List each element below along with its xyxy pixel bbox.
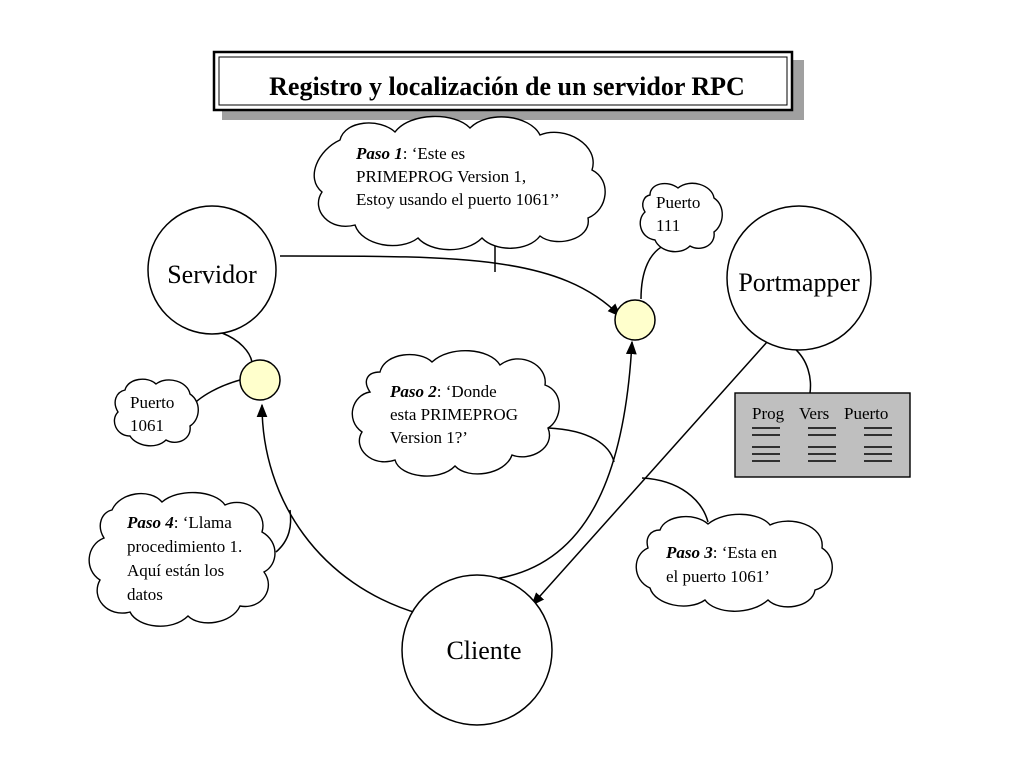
- port1061-label-1: Puerto: [130, 393, 174, 412]
- paso4-bubble: Paso 4: ‘Llama procedimiento 1. Aquí est…: [88, 491, 276, 627]
- paso3-text: Paso 3: ‘Esta en: [665, 543, 777, 562]
- paso2-line-2: esta PRIMEPROG: [390, 405, 518, 424]
- cliente-label: Cliente: [446, 636, 521, 665]
- paso3-line-2: el puerto 1061’: [666, 567, 770, 586]
- title-box: Registro y localización de un servidor R…: [212, 50, 804, 120]
- arrow-registration: [279, 255, 621, 317]
- port111-bubble-link: [640, 244, 666, 300]
- port1061-label-2: 1061: [130, 416, 164, 435]
- paso1-text: Paso 1: ‘Este es: [355, 144, 465, 163]
- port-1061-dot: [239, 359, 281, 401]
- arrow-query: [485, 340, 637, 581]
- port111-label-2: 111: [656, 216, 680, 235]
- table-header-prog: Prog: [752, 404, 785, 423]
- paso4-line-2: procedimiento 1.: [127, 537, 242, 556]
- paso3-bubble: Paso 3: ‘Esta en el puerto 1061’: [635, 513, 833, 612]
- table-header-puerto: Puerto: [844, 404, 888, 423]
- paso1-line-2: PRIMEPROG Version 1,: [356, 167, 526, 186]
- port111-label-1: Puerto: [656, 193, 700, 212]
- paso2-text: Paso 2: ‘Donde: [389, 382, 497, 401]
- port-111-dot: [614, 299, 656, 341]
- port1061-bubble: Puerto 1061: [113, 378, 199, 447]
- portmapper-table: Prog Vers Puerto: [734, 392, 911, 478]
- paso1-bubble: Paso 1: ‘Este es PRIMEPROG Version 1, Es…: [313, 115, 606, 251]
- paso4-line-3: Aquí están los: [127, 561, 224, 580]
- table-entry-lines: [752, 427, 892, 462]
- paso4-line-4: datos: [127, 585, 163, 604]
- paso2-tail: [547, 427, 615, 463]
- servidor-node: Servidor: [147, 205, 277, 335]
- portmapper-label: Portmapper: [738, 268, 860, 297]
- arrow-reply: [531, 341, 768, 607]
- paso3-tail: [641, 477, 709, 523]
- table-header-vers: Vers: [799, 404, 829, 423]
- portmapper-table-link: [793, 347, 812, 394]
- servidor-label: Servidor: [167, 260, 257, 289]
- paso4-text: Paso 4: ‘Llama: [126, 513, 232, 532]
- paso1-line-3: Estoy usando el puerto 1061’’: [356, 190, 560, 209]
- connectors: [187, 228, 812, 615]
- paso2-bubble: Paso 2: ‘Donde esta PRIMEPROG Version 1?…: [351, 350, 560, 477]
- arrow-call: [256, 403, 421, 615]
- page-title: Registro y localización de un servidor R…: [269, 72, 745, 101]
- paso4-tail: [275, 509, 292, 553]
- portmapper-node: Portmapper: [726, 205, 872, 351]
- servidor-port-link: [221, 332, 253, 363]
- cliente-node: Cliente: [401, 574, 553, 726]
- paso2-line-3: Version 1?’: [390, 428, 468, 447]
- port111-bubble: Puerto 111: [639, 182, 723, 253]
